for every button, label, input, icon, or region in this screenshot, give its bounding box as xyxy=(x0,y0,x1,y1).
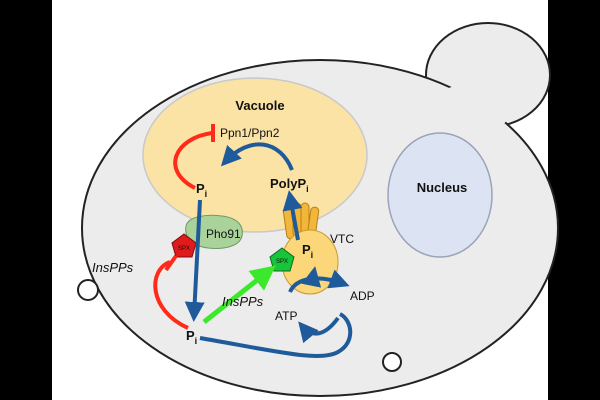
bud-neck xyxy=(430,84,510,136)
phosphate-release-arrow xyxy=(301,266,322,288)
atp-label: ATP xyxy=(275,309,297,323)
vacuolar-pi-text: P xyxy=(196,181,205,196)
vacuole-label: Vacuole xyxy=(235,98,284,113)
insp-center-label: InsPPs xyxy=(222,294,264,309)
ppn-inhibition-arc xyxy=(173,131,213,190)
spx-red-label: SPX xyxy=(178,246,190,252)
vtc-to-polyp-arrow xyxy=(282,190,303,241)
adp-to-atp-arrow xyxy=(298,316,340,344)
nucleus-label: Nucleus xyxy=(417,180,468,195)
ppn-label: Ppn1/Ppn2 xyxy=(220,126,280,140)
vtc-label: VTC xyxy=(330,232,354,246)
spx-green-domain xyxy=(269,247,295,272)
pi-to-atp-path xyxy=(199,312,353,358)
polyp-to-pi-arrow xyxy=(220,142,294,171)
vtc-pi-label: Pi xyxy=(302,242,313,260)
pho91-label: Pho91 xyxy=(206,227,241,241)
polyp-subscript: i xyxy=(306,184,309,194)
spx-green-label: SPX xyxy=(276,259,288,265)
cytosolic-pi-text: P xyxy=(186,328,195,343)
adp-label: ADP xyxy=(350,289,375,303)
polyp-text: PolyP xyxy=(270,176,306,191)
vacuolar-pi-label: Pi xyxy=(196,181,207,199)
insp-inhibition-arc xyxy=(153,260,189,330)
membrane-notch-left xyxy=(77,279,99,301)
insp-left-label: InsPPs xyxy=(92,260,134,275)
insp-activation-arrow xyxy=(202,265,276,324)
membrane-notch-bottom xyxy=(382,352,402,372)
cytosolic-pi-subscript: i xyxy=(195,336,198,346)
spx-red-domain xyxy=(171,233,197,258)
insp-inhibition-bar xyxy=(164,254,178,272)
pi-export-arrow xyxy=(184,199,205,322)
vtc-pi-subscript: i xyxy=(311,250,314,260)
vacuolar-pi-subscript: i xyxy=(205,189,208,199)
nucleus xyxy=(387,132,493,258)
polyp-label: PolyPi xyxy=(270,176,309,194)
vacuole xyxy=(142,77,368,233)
cytosolic-pi-label: Pi xyxy=(186,328,197,346)
vtc-pi-text: P xyxy=(302,242,311,257)
